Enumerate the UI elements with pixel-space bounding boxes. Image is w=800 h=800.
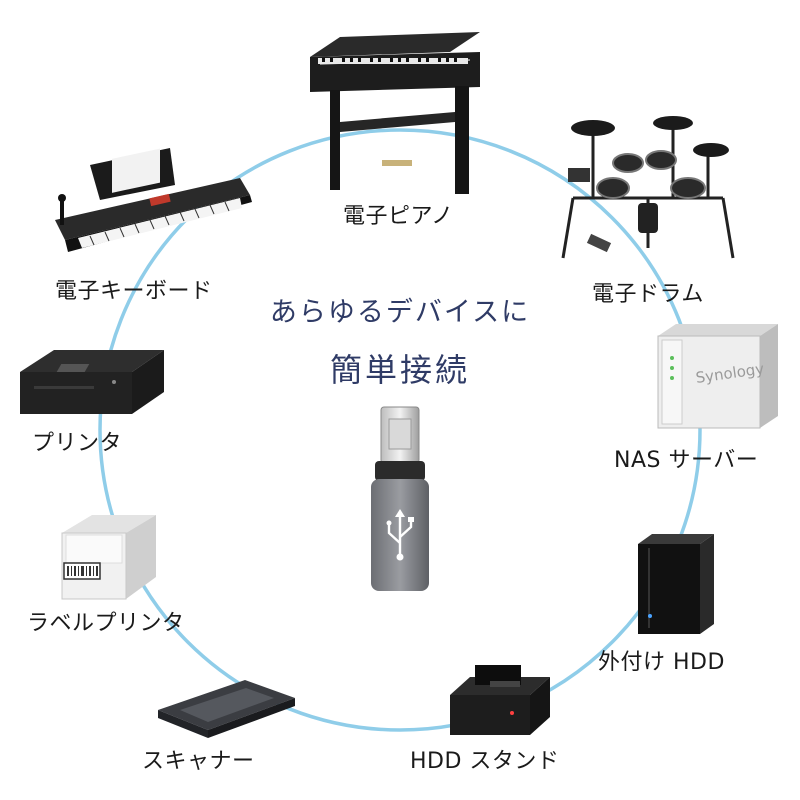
tagline-line-1: あらゆるデバイスに (269, 297, 531, 328)
scanner-icon (150, 670, 300, 740)
tagline-line-2: 簡単接続 (329, 351, 470, 389)
external-hdd-icon (630, 528, 720, 638)
electronic-keyboard-icon (50, 140, 255, 265)
device-label-external-hdd: 外付け HDD (598, 650, 725, 675)
device-label-electronic-keyboard: 電子キーボード (55, 279, 213, 304)
electronic-drum-icon (553, 108, 743, 268)
device-label-electronic-drum: 電子ドラム (592, 282, 704, 307)
nas-server-icon: Synology (648, 318, 783, 433)
device-label-nas-server: NAS サーバー (614, 448, 759, 473)
usb-b-adapter-icon (365, 405, 435, 595)
device-label-digital-piano: 電子ピアノ (343, 204, 454, 229)
printer-icon (14, 342, 169, 417)
device-label-label-printer: ラベルプリンタ (27, 611, 185, 636)
device-label-printer: プリンタ (32, 431, 123, 456)
digital-piano-icon (300, 12, 500, 197)
device-label-hdd-dock: HDD スタンド (410, 749, 560, 774)
label-printer-icon (52, 505, 162, 605)
hdd-dock-icon (440, 655, 555, 740)
device-label-scanner: スキャナー (142, 749, 255, 774)
